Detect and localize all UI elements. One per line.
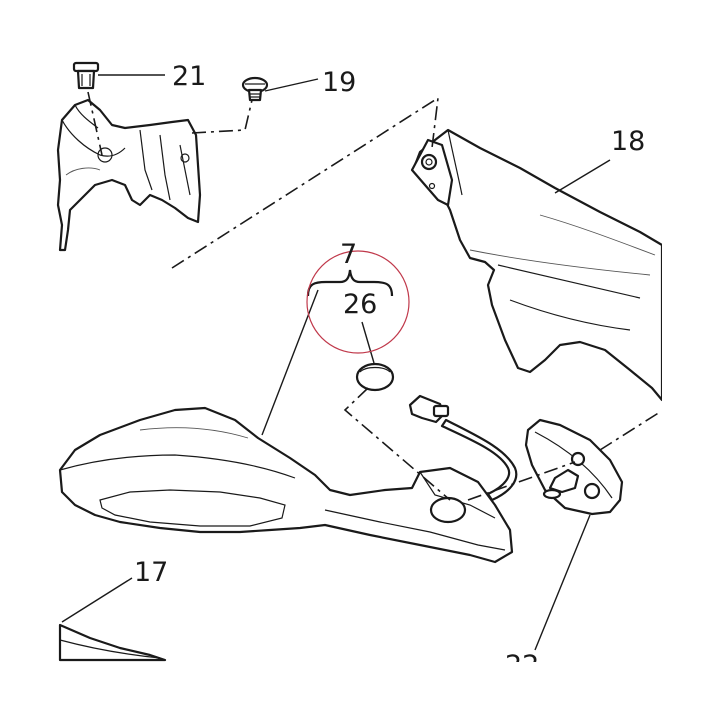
leader-18 — [554, 159, 611, 194]
callout-19: 19 — [322, 67, 356, 98]
callout-21: 21 — [172, 61, 206, 92]
connector-cable — [408, 394, 518, 502]
callout-18: 18 — [611, 126, 645, 157]
leader-lines — [61, 74, 611, 651]
group-brace-7 — [306, 269, 394, 297]
fairing-bracket-part — [56, 98, 202, 252]
callout-7: 7 — [340, 239, 357, 270]
leader-22 — [534, 514, 591, 651]
cap-26 — [355, 362, 395, 392]
callout-17: 17 — [134, 557, 168, 588]
leader-26 — [361, 321, 375, 364]
callout-26: 26 — [343, 289, 377, 320]
mirror-assembly-part-7 — [58, 406, 514, 564]
mount-plate-part-22 — [524, 418, 624, 516]
leader-17 — [61, 577, 133, 623]
fairing-panel-part-18 — [410, 128, 664, 402]
leader-7 — [261, 289, 319, 436]
bolt-21 — [72, 61, 100, 90]
alignment-lines — [87, 91, 661, 501]
leader-19 — [264, 78, 319, 92]
right-margin — [662, 0, 720, 720]
bottom-margin — [0, 662, 720, 720]
screw-19 — [241, 76, 269, 102]
highlight-circle — [306, 250, 410, 354]
trim-part-17 — [58, 623, 167, 662]
